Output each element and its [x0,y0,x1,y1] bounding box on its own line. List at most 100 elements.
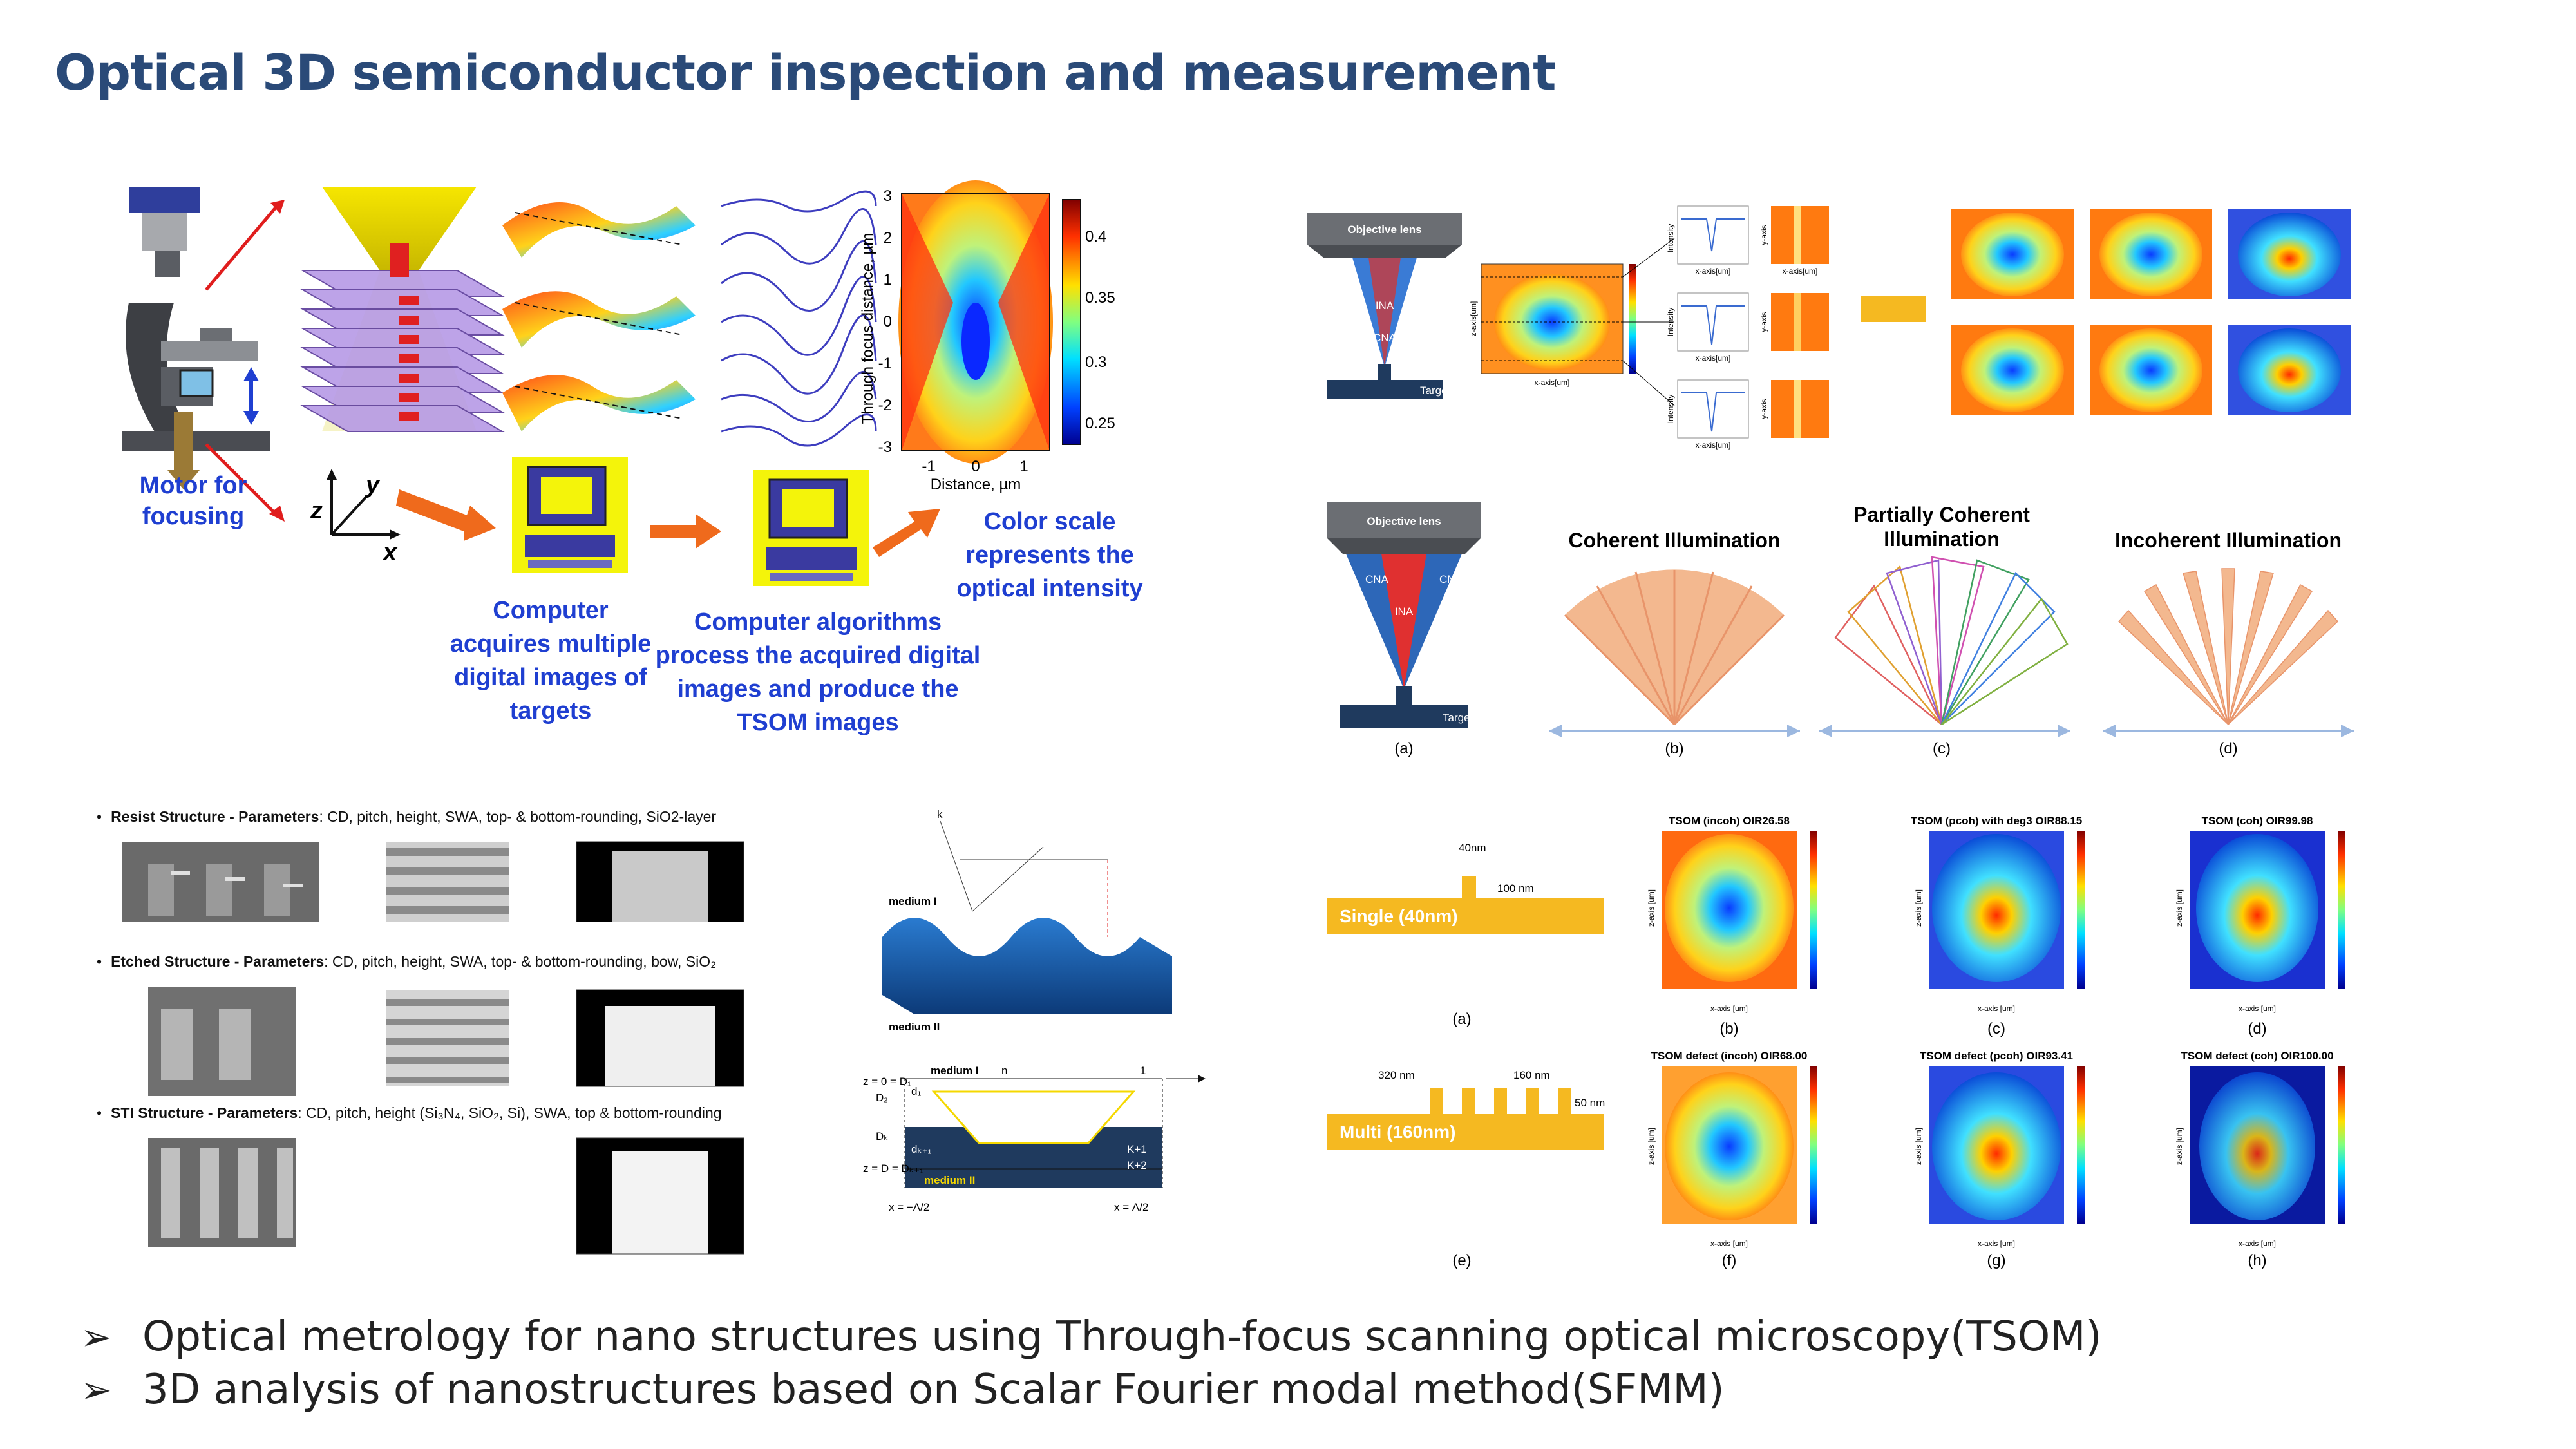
panel-label: (b) [1665,740,1683,757]
medium2-label: medium II [924,1174,975,1186]
partial-coherent-illumination-fan: Partially Coherent Illumination (c) [1819,503,2070,757]
computer2-caption: TSOM images [737,709,898,736]
z-axis-label: z-axis [um] [1914,1128,1923,1165]
computer1-caption: acquires multiple [450,630,652,658]
z-axis-label: z-axis[um] [1469,301,1478,337]
n-label: n [1001,1065,1007,1077]
y-axis-label: y [365,471,381,498]
etched-structure-item: • Etched Structure - Parameters: CD, pit… [97,953,844,1106]
computer1-caption: digital images of [454,664,647,691]
tsom-comparison-grid [1861,209,2351,415]
panel-label: (c) [1987,1020,2005,1037]
single-label: Single (40nm) [1340,906,1458,926]
tsom-pcoh-plot: TSOM (pcoh) with deg3 OIR88.15 x-axis [u… [1911,815,2085,1037]
intensity-cross-sections: x-axis[um] x-axis[um] x-axis[um] Intensi… [1622,205,1749,450]
sti-structure-item: • STI Structure - Parameters: CD, pitch,… [97,1104,844,1257]
focus-stack-diagram [300,187,505,432]
zD-label: z = D = Dₖ₊₁ [863,1162,923,1175]
y-axis-label: y-axis [1759,312,1768,332]
xyz-axes-icon: z y x [310,469,401,566]
single-structure-diagram: Single (40nm) 40nm 100 nm (a) [1327,842,1604,1028]
x-axis-label: x-axis [um] [2239,1239,2276,1248]
tsom-defect-coh-plot: TSOM defect (coh) OIR100.00 x-axis [um] … [2175,1050,2345,1269]
cna-label: CNA [1365,573,1389,585]
z-axis-label: z-axis [um] [1647,1128,1656,1165]
k1-label: K+1 [1127,1143,1147,1155]
cna-label: CNA [1373,332,1397,344]
incoherent-illumination-fan: Incoherent Illumination (d) [2103,529,2354,757]
x-axis-label: x-axis[um] [1696,267,1731,276]
structure-name: Etched Structure - Parameters [111,953,325,970]
bullet-dot: • [97,1104,102,1121]
motor-caption-line2: focusing [142,503,244,530]
computer2-caption: process the acquired digital [656,642,981,669]
computer2-caption: images and produce the [677,676,958,703]
structure-name: STI Structure - Parameters [111,1104,298,1121]
plot-title: TSOM defect (incoh) OIR68.00 [1651,1050,1808,1062]
plot-title: TSOM defect (pcoh) OIR93.41 [1920,1050,2073,1062]
structure-desc: : CD, pitch, height (Si₃N₄, SiO₂, Si), S… [298,1104,722,1121]
multi-structure-diagram: Multi (160nm) 320 nm 160 nm 50 nm (e) [1327,1069,1605,1269]
panel-label: (c) [1933,740,1951,757]
objective-lens-label: Objective lens [1347,223,1421,236]
objective-lens-diagram: Objective lens INA CNA Target [1307,213,1462,399]
arrow-bullet-icon: ➢ [80,1315,112,1359]
panel-label: (b) [1719,1020,1738,1037]
partial-coherent-label: Illumination [1884,527,2000,551]
coherent-illumination-fan: Coherent Illumination (b) [1549,529,1800,757]
y-axis-label: y-axis [1759,399,1768,419]
microscope-icon [122,187,285,522]
x-axis-label: x-axis [um] [2239,1004,2276,1013]
k2-label: K+2 [1127,1159,1147,1171]
tsom-plot: 3 2 1 0 -1 -2 -3 -1 0 1 Distance, µm Thr… [859,180,1115,493]
panel-label: (a) [1452,1010,1471,1028]
y-tick: 3 [884,187,892,205]
bullet-dot: • [97,953,102,970]
z-axis-label: z-axis [um] [2175,1128,2184,1165]
colorscale-caption: Color scale [984,508,1116,535]
bullet-item: ➢ Optical metrology for nano structures … [80,1311,2463,1363]
process-arrows [396,489,940,557]
z-axis-label: z-axis [um] [2175,889,2184,927]
sinusoidal-grating-diagram: k medium I medium II [882,808,1172,1033]
k-label: k [937,808,943,820]
x-axis-label: x-axis[um] [1535,378,1570,387]
image-strips: x-axis[um] y-axis y-axis y-axis [1759,206,1829,438]
tsom-2d-plot: x-axis[um] z-axis[um] [1469,263,1636,387]
target-label: Target [1443,712,1473,724]
x-right-label: x = Λ/2 [1114,1201,1148,1213]
y-tick: -2 [878,397,892,414]
y-tick: -1 [878,355,892,372]
medium2-label: medium II [889,1021,940,1033]
layer-one-label: 1 [1140,1065,1146,1077]
plot-title: TSOM (coh) OIR99.98 [2202,815,2313,827]
plot-title: TSOM (incoh) OIR26.58 [1669,815,1790,827]
x-axis-label: x [382,539,398,566]
dim-100-label: 100 nm [1497,882,1534,895]
x-axis-label: x-axis [um] [1710,1004,1748,1013]
structure-desc: : CD, pitch, height, SWA, top- & bottom-… [324,953,717,970]
x-tick: 1 [1019,458,1028,475]
defect-tsom-figure: Single (40nm) 40nm 100 nm (a) Multi (160… [1320,811,2357,1275]
y-tick: 0 [884,313,892,330]
layered-grating-diagram: medium I medium II n 1 z = 0 = D₁ D₂ Dₖ … [863,1065,1206,1213]
intensity-surfaces [502,202,696,431]
x-tick: 0 [971,458,980,475]
bullet-text: Optical metrology for nano structures us… [142,1313,2102,1361]
x-tick: -1 [922,458,935,475]
ina-label: INA [1395,605,1414,618]
panel-label: (a) [1394,740,1413,757]
structures-figure: • Resist Structure - Parameters : CD, pit… [97,808,844,1272]
bullet-item: ➢ 3D analysis of nanostructures based on… [80,1363,2463,1416]
tsom-defect-incoh-plot: TSOM defect (incoh) OIR68.00 x-axis [um]… [1647,1050,1817,1269]
z-axis-label: z [310,497,323,524]
resist-structure-item: • Resist Structure - Parameters: CD, pit… [97,808,844,961]
panel-label: (h) [2248,1252,2266,1269]
plot-ylabel: Through focus distance, µm [859,233,876,424]
colorscale-caption: represents the [965,542,1134,569]
partial-coherent-label: Partially Coherent [1853,503,2030,526]
intensity-label: Intensity [1666,395,1675,424]
structure-name: Resist Structure - Parameters [111,808,319,825]
grating-figure: k medium I medium II medium I medium II … [863,808,1211,1272]
intensity-profiles [721,190,877,447]
